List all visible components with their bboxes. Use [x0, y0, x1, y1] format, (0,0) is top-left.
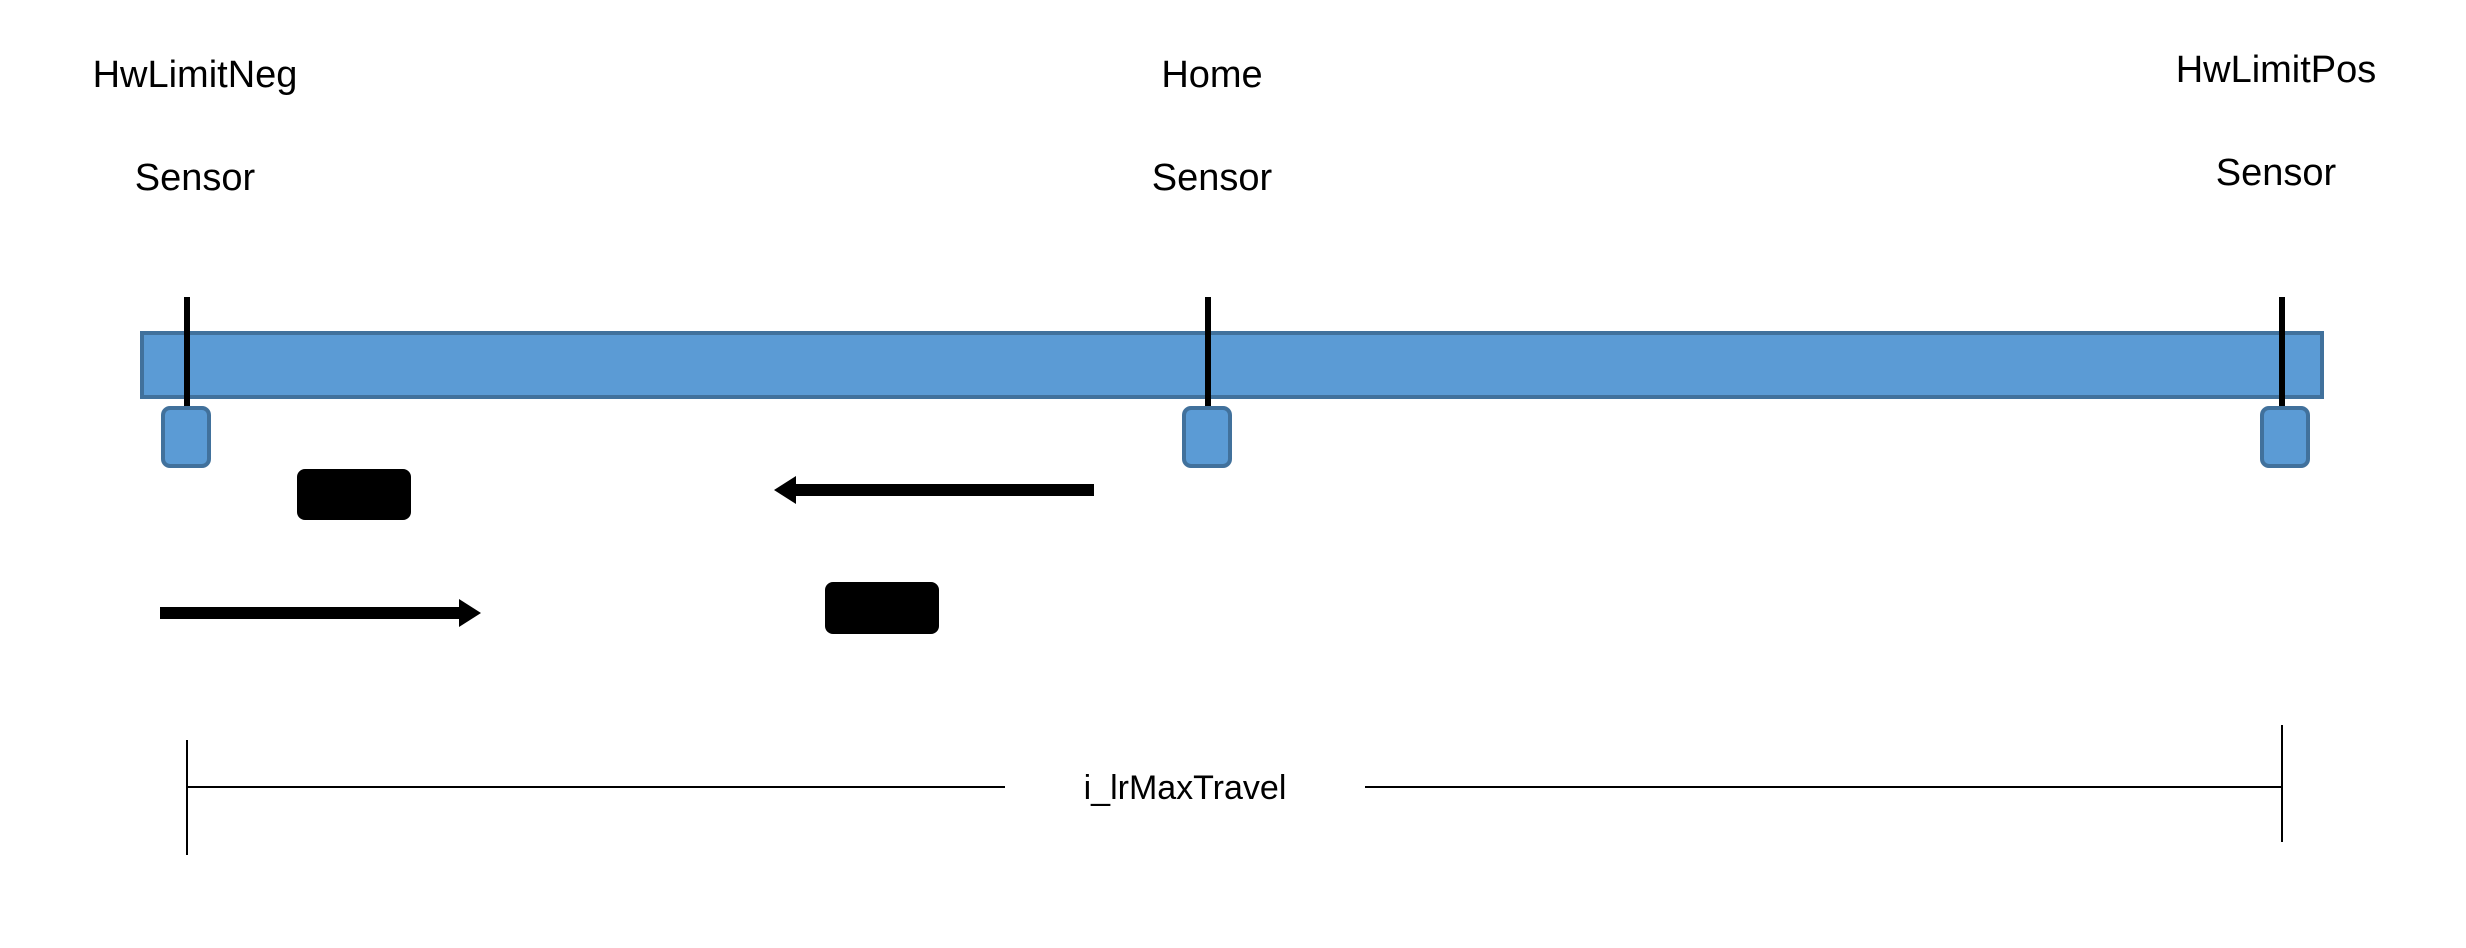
sensor-home-block: [1182, 406, 1232, 468]
arrow-left-icon: [774, 476, 1094, 504]
sensor-neg-block: [161, 406, 211, 468]
sensor-pos-type: Sensor: [2216, 152, 2337, 194]
carriage-lower: [825, 582, 939, 634]
sensor-neg-name: HwLimitNeg: [93, 54, 298, 96]
sensor-pos-name: HwLimitPos: [2176, 49, 2377, 91]
sensor-pos-block: [2260, 406, 2310, 468]
sensor-home-type: Sensor: [1152, 157, 1273, 199]
sensor-neg-type: Sensor: [135, 157, 256, 199]
arrow-right-icon: [160, 599, 481, 627]
sensor-home-name: Home: [1161, 54, 1262, 96]
dimension-label: i_lrMaxTravel: [1084, 769, 1287, 807]
axis-rail: [140, 331, 2324, 399]
carriage-upper: [297, 469, 411, 520]
